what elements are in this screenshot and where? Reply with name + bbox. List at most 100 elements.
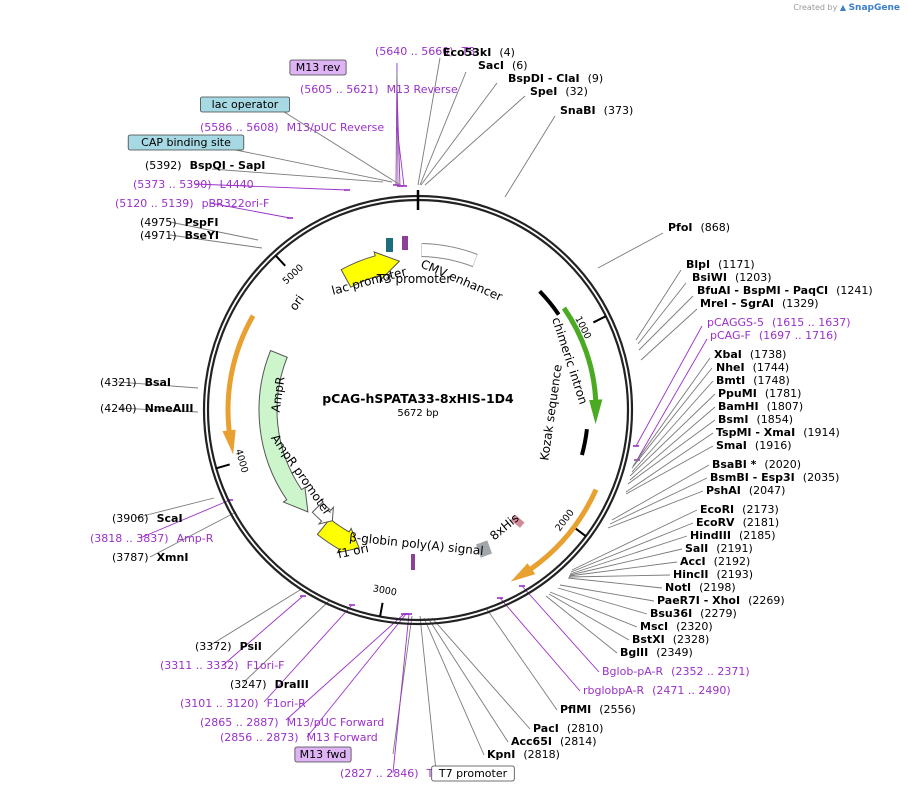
label-enzyme-right: EcoRI(2173) [700, 503, 779, 516]
feature-kozak-block [579, 428, 589, 456]
label-primary: BamHI [718, 400, 759, 413]
label-secondary: (1916) [755, 439, 792, 452]
snapgene-credit: Created by ▲ SnapGene [793, 3, 900, 13]
label-enzyme-right: BsmI(1854) [718, 413, 793, 426]
label-primary: SpeI [530, 85, 557, 98]
label-primer: (3101 .. 3120)F1ori-R [180, 697, 306, 710]
leader-line [427, 617, 509, 743]
leader-line [569, 535, 688, 575]
label-secondary: (2328) [673, 633, 710, 646]
label-primary: CAP binding site [141, 136, 231, 149]
label-primary: (3311 .. 3332) [160, 659, 239, 672]
leader-line [638, 295, 694, 351]
tick-mark-5000 [274, 254, 286, 267]
label-primary: SnaBI [560, 104, 596, 117]
leader-line [235, 149, 393, 183]
feature-chimeric-intron [561, 306, 603, 425]
label-enzyme-right: Acc65I (2814) [511, 735, 597, 748]
label-secondary: T3 [461, 45, 476, 58]
label-primary: MscI [640, 620, 668, 633]
label-enzyme-right: PacI(2810) [533, 722, 603, 735]
label-primer: (5586 .. 5608)M13/pUC Reverse [200, 121, 384, 134]
label-primary: pCAG-F [710, 329, 751, 342]
label-secondary: L4440 [220, 178, 254, 191]
feature-label-box [294, 746, 352, 763]
label-enzyme-left: (4971)BseYI [140, 229, 219, 242]
label-primary: Bglob-pA-R [602, 665, 664, 678]
label-secondary: (2173) [742, 503, 779, 516]
label-enzyme-left: (3372)PsiI [195, 640, 262, 653]
leader-line [420, 82, 498, 186]
label-secondary: (2471 .. 2490) [652, 684, 731, 697]
leader-line [431, 617, 531, 730]
leader-line [635, 325, 703, 447]
label-secondary: BseYI [185, 229, 219, 242]
label-primary: T7 promoter [438, 767, 508, 780]
label-primary: SmaI [716, 439, 747, 452]
tick-label-3000: 3000 [372, 583, 398, 598]
label-primary: PpuMI [718, 387, 757, 400]
leader-line [571, 509, 698, 571]
label-enzyme-left: (4240)NmeAIII [100, 402, 194, 415]
tick-mark-1000 [592, 315, 607, 324]
label-primary: Eco53kI [443, 46, 491, 59]
label-secondary: (1697 .. 1716) [759, 329, 838, 342]
feature-his-tag [510, 514, 525, 528]
label-secondary: (2814) [560, 735, 597, 748]
label-enzyme-right: TspMI - XmaI(1914) [716, 426, 840, 439]
leader-line [208, 589, 301, 647]
label-secondary: (1203) [735, 271, 772, 284]
label-ori: ori [287, 292, 307, 313]
label-enzyme-right: PshAI(2047) [706, 484, 785, 497]
label-primary: (4975) [140, 216, 177, 229]
leader-line [640, 308, 698, 361]
leader-line [263, 604, 353, 703]
leader-line [609, 477, 708, 525]
leader-line [280, 109, 403, 187]
label-primary: Acc65I [511, 735, 552, 748]
leader-line [209, 202, 291, 219]
label-primary: AccI [680, 555, 706, 568]
label-enzyme-left: (5392)BspQI - SapI [145, 159, 265, 172]
label-primer: (2827 .. 2846)T7 [340, 767, 440, 780]
feature-purple-box [402, 236, 408, 250]
label-primary: rbglobpA-R [583, 684, 644, 697]
label-primary: (4321) [100, 376, 137, 389]
leader-line [392, 613, 410, 774]
label-enzyme-right: PfoI(868) [668, 221, 730, 234]
leader-line [139, 499, 231, 539]
label-primer: (2856 .. 2873)M13 Forward [220, 731, 378, 744]
leader-line [417, 57, 441, 186]
label-f1-ori: f1 ori [336, 541, 370, 561]
label-primary: (5392) [145, 159, 182, 172]
leader-line [117, 381, 199, 389]
snapgene-logo-icon: ▲ [839, 3, 847, 12]
leader-line [504, 115, 556, 198]
label-secondary: F1ori-R [267, 697, 307, 710]
leader-line [549, 591, 638, 628]
label-primer: (3818 .. 3837)Amp-R [90, 532, 214, 545]
label-t3-promoter: T3 promoter [376, 272, 452, 286]
label-primer: (5605 .. 5621)M13 Reverse [300, 83, 458, 96]
label-primary: NotI [665, 581, 691, 594]
leader-line [607, 490, 704, 529]
label-secondary: M13 Reverse [387, 83, 458, 96]
label-secondary: (2185) [739, 529, 776, 542]
label-primary: PshAI [706, 484, 741, 497]
leader-line [629, 393, 716, 477]
label-secondary: ScaI [157, 512, 183, 525]
leader-line [242, 599, 331, 684]
tick-label-4000: 4000 [233, 448, 250, 474]
leader-line [611, 464, 710, 521]
label-secondary: (32) [565, 85, 588, 98]
label-primary: (4240) [100, 402, 137, 415]
label-primary: BsiWI [692, 271, 727, 284]
label-secondary: BsaI [145, 376, 171, 389]
leader-line [221, 595, 304, 667]
leader-line [631, 380, 714, 473]
label-secondary: (1807) [767, 400, 804, 413]
label-secondary: PsiI [240, 640, 262, 653]
leader-line [211, 168, 384, 183]
